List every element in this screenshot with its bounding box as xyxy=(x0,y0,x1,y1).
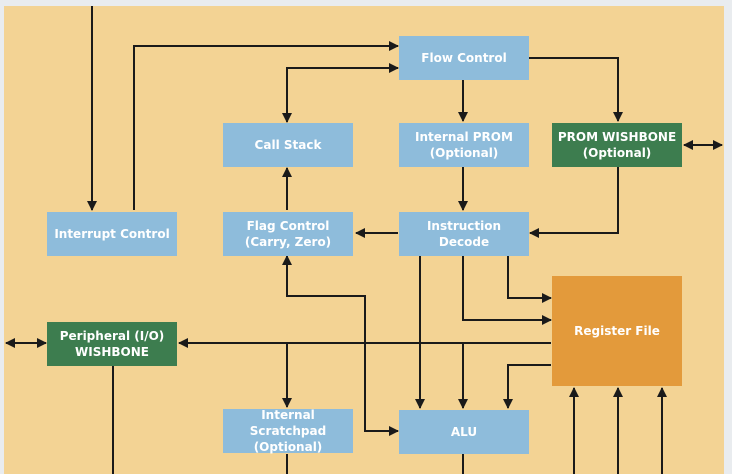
peripheral-wishbone-block: Peripheral (I/O) WISHBONE xyxy=(47,322,177,366)
prom-wishbone-label: PROM WISHBONE xyxy=(557,130,677,144)
flag-control-sublabel: (Carry, Zero) xyxy=(244,235,332,249)
instruction-decode-sublabel: Decode xyxy=(438,235,490,249)
call-stack-block: Call Stack xyxy=(223,123,353,167)
arrow-instruction-decode-to-register-file-1 xyxy=(507,256,552,303)
register-file-label: Register File xyxy=(574,324,660,338)
alu-block: ALU xyxy=(399,410,529,454)
register-file-block: Register File xyxy=(552,276,682,386)
internal-prom-label: Internal PROM xyxy=(415,130,513,144)
arrow-register-file-to-alu xyxy=(503,364,551,409)
alu-label: ALU xyxy=(450,425,478,439)
instruction-decode-block: Instruction Decode xyxy=(399,212,529,256)
arrow-instruction-decode-to-register-file-2 xyxy=(462,256,552,325)
internal-scratchpad-block: Internal Scratchpad (Optional) xyxy=(223,408,353,454)
arrow-call-stack-flow-control xyxy=(282,63,399,123)
flag-control-label: Flag Control xyxy=(246,219,330,233)
flow-control-label: Flow Control xyxy=(421,51,507,65)
internal-prom-block: Internal PROM (Optional) xyxy=(399,123,529,167)
arrow-prom-wishbone-to-instruction-decode xyxy=(529,167,619,238)
internal-scratchpad-sublabel: (Optional) xyxy=(253,440,323,454)
call-stack-label: Call Stack xyxy=(254,138,322,152)
prom-wishbone-sublabel: (Optional) xyxy=(582,146,652,160)
arrow-interrupt-control-to-flow-control xyxy=(133,41,399,210)
arrow-flow-control-to-prom-wishbone xyxy=(529,57,623,122)
peripheral-wishbone-label: Peripheral (I/O) xyxy=(59,329,165,343)
arrow-flag-control-alu xyxy=(282,255,399,436)
internal-prom-sublabel: (Optional) xyxy=(429,146,499,160)
internal-scratchpad-label: Internal Scratchpad xyxy=(249,408,327,438)
flag-control-block: Flag Control (Carry, Zero) xyxy=(223,212,353,256)
peripheral-wishbone-sublabel: WISHBONE xyxy=(75,345,149,359)
prom-wishbone-block: PROM WISHBONE (Optional) xyxy=(552,123,682,167)
instruction-decode-label: Instruction xyxy=(426,219,502,233)
interrupt-control-label: Interrupt Control xyxy=(54,227,170,241)
interrupt-control-block: Interrupt Control xyxy=(47,212,177,256)
flow-control-block: Flow Control xyxy=(399,36,529,80)
